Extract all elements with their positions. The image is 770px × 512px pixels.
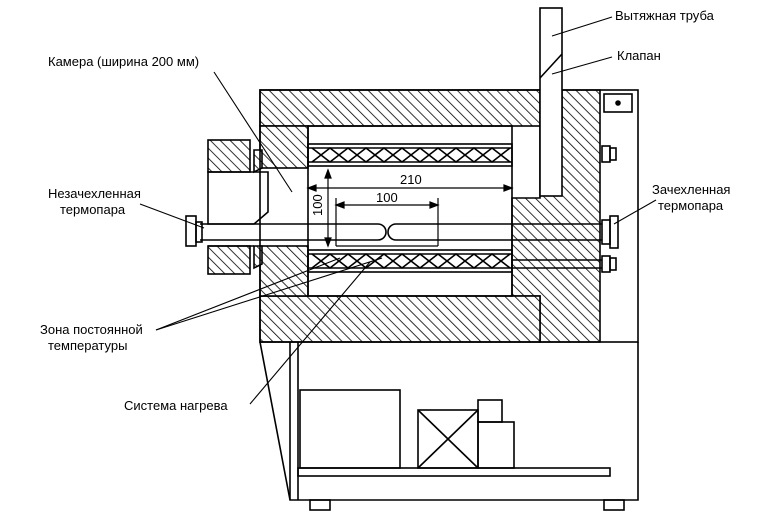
unsheathed-thermocouple bbox=[185, 215, 387, 247]
heating-element-bottom bbox=[307, 249, 513, 273]
label-const-zone-1: Зона постоянной bbox=[40, 322, 143, 337]
label-sheathed-tc-2: термопара bbox=[658, 198, 724, 213]
chamber bbox=[207, 125, 513, 297]
leader-lines bbox=[139, 16, 657, 405]
dim-zone-length: 100 bbox=[376, 190, 398, 205]
control-socket-icon bbox=[603, 93, 633, 113]
dim-chamber-length: 210 bbox=[400, 172, 422, 187]
dim-chamber-height: 100 bbox=[310, 194, 325, 216]
label-unsheathed-tc-2: термопара bbox=[60, 202, 126, 217]
sheathed-thermocouple bbox=[387, 215, 619, 249]
dimension-lines bbox=[306, 168, 514, 248]
label-chamber: Камера (ширина 200 мм) bbox=[48, 54, 199, 69]
exhaust-pipe bbox=[539, 7, 563, 197]
heating-element-top bbox=[307, 143, 513, 167]
label-heating-system: Система нагрева bbox=[124, 398, 228, 413]
label-const-zone-2: температуры bbox=[48, 338, 127, 353]
connector-bottom-right bbox=[512, 255, 617, 273]
outer-casing bbox=[259, 89, 639, 343]
connector-top-right bbox=[601, 145, 617, 163]
label-unsheathed-tc-1: Незачехленная bbox=[48, 186, 141, 201]
label-sheathed-tc-1: Зачехленная bbox=[652, 182, 730, 197]
insulation-body bbox=[207, 89, 601, 343]
label-exhaust-pipe: Вытяжная труба bbox=[615, 8, 715, 23]
label-valve: Клапан bbox=[617, 48, 661, 63]
stand bbox=[259, 341, 639, 511]
